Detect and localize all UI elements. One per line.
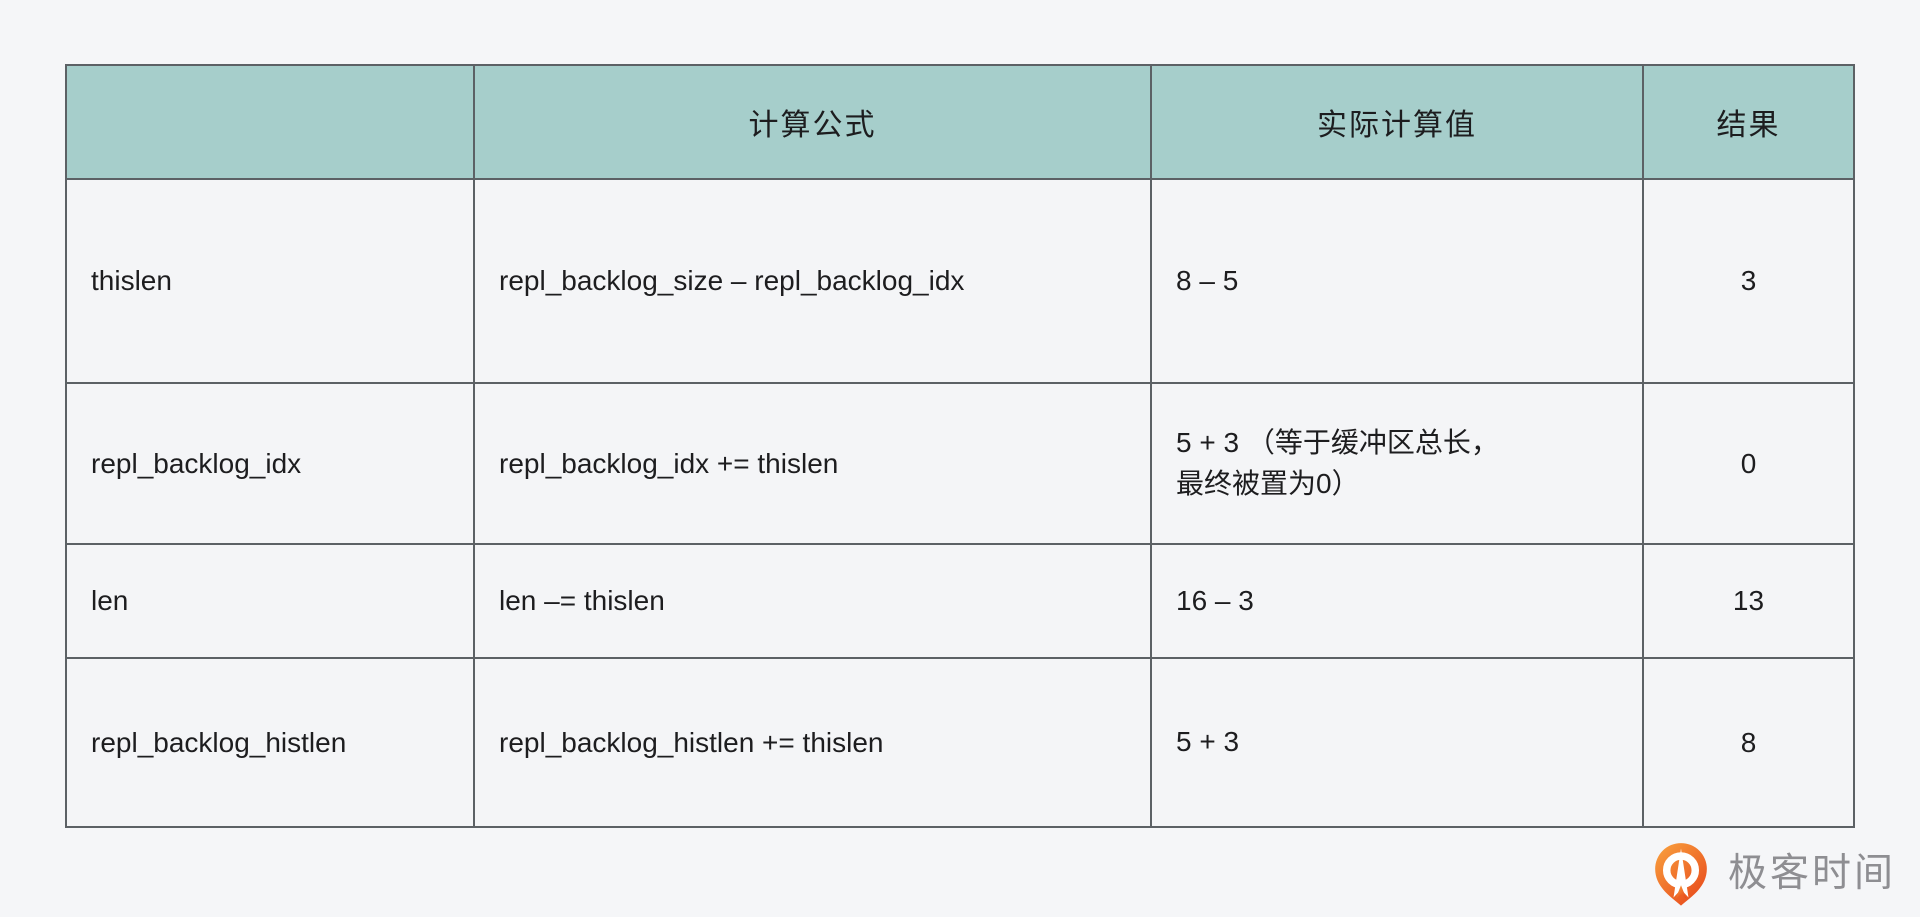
formula: len –= thislen xyxy=(473,543,1152,659)
calculation-table: 计算公式 实际计算值 结果 thislen repl_backlog_size … xyxy=(65,64,1855,828)
header-cell-result: 结果 xyxy=(1642,64,1855,180)
actual-value: 8 – 5 xyxy=(1150,178,1644,384)
variable-name: repl_backlog_idx xyxy=(65,382,475,545)
table-row: repl_backlog_histlen repl_backlog_histle… xyxy=(65,657,1855,828)
result-value: 8 xyxy=(1642,657,1855,828)
table-row: len len –= thislen 16 – 3 13 xyxy=(65,543,1855,659)
actual-value: 16 – 3 xyxy=(1150,543,1644,659)
result-value: 3 xyxy=(1642,178,1855,384)
brand-watermark: 极客时间 xyxy=(1646,839,1896,907)
result-value: 13 xyxy=(1642,543,1855,659)
header-cell-formula: 计算公式 xyxy=(473,64,1152,180)
actual-value: 5 + 3 （等于缓冲区总长， 最终被置为0） xyxy=(1150,382,1644,545)
result-value: 0 xyxy=(1642,382,1855,545)
table-header: 计算公式 实际计算值 结果 xyxy=(65,64,1855,180)
header-cell-variable xyxy=(65,64,475,180)
formula: repl_backlog_size – repl_backlog_idx xyxy=(473,178,1152,384)
formula: repl_backlog_idx += thislen xyxy=(473,382,1152,545)
variable-name: len xyxy=(65,543,475,659)
variable-name: thislen xyxy=(65,178,475,384)
table-body: thislen repl_backlog_size – repl_backlog… xyxy=(65,178,1855,828)
header-cell-actual-value: 实际计算值 xyxy=(1150,64,1644,180)
actual-value: 5 + 3 xyxy=(1150,657,1644,828)
geektime-logo-text: 极客时间 xyxy=(1727,851,1896,895)
header-row: 计算公式 实际计算值 结果 xyxy=(65,64,1855,180)
table-row: repl_backlog_idx repl_backlog_idx += thi… xyxy=(65,382,1855,545)
table-row: thislen repl_backlog_size – repl_backlog… xyxy=(65,178,1855,384)
formula: repl_backlog_histlen += thislen xyxy=(473,657,1152,828)
geektime-logo-icon xyxy=(1655,843,1707,906)
variable-name: repl_backlog_histlen xyxy=(65,657,475,828)
